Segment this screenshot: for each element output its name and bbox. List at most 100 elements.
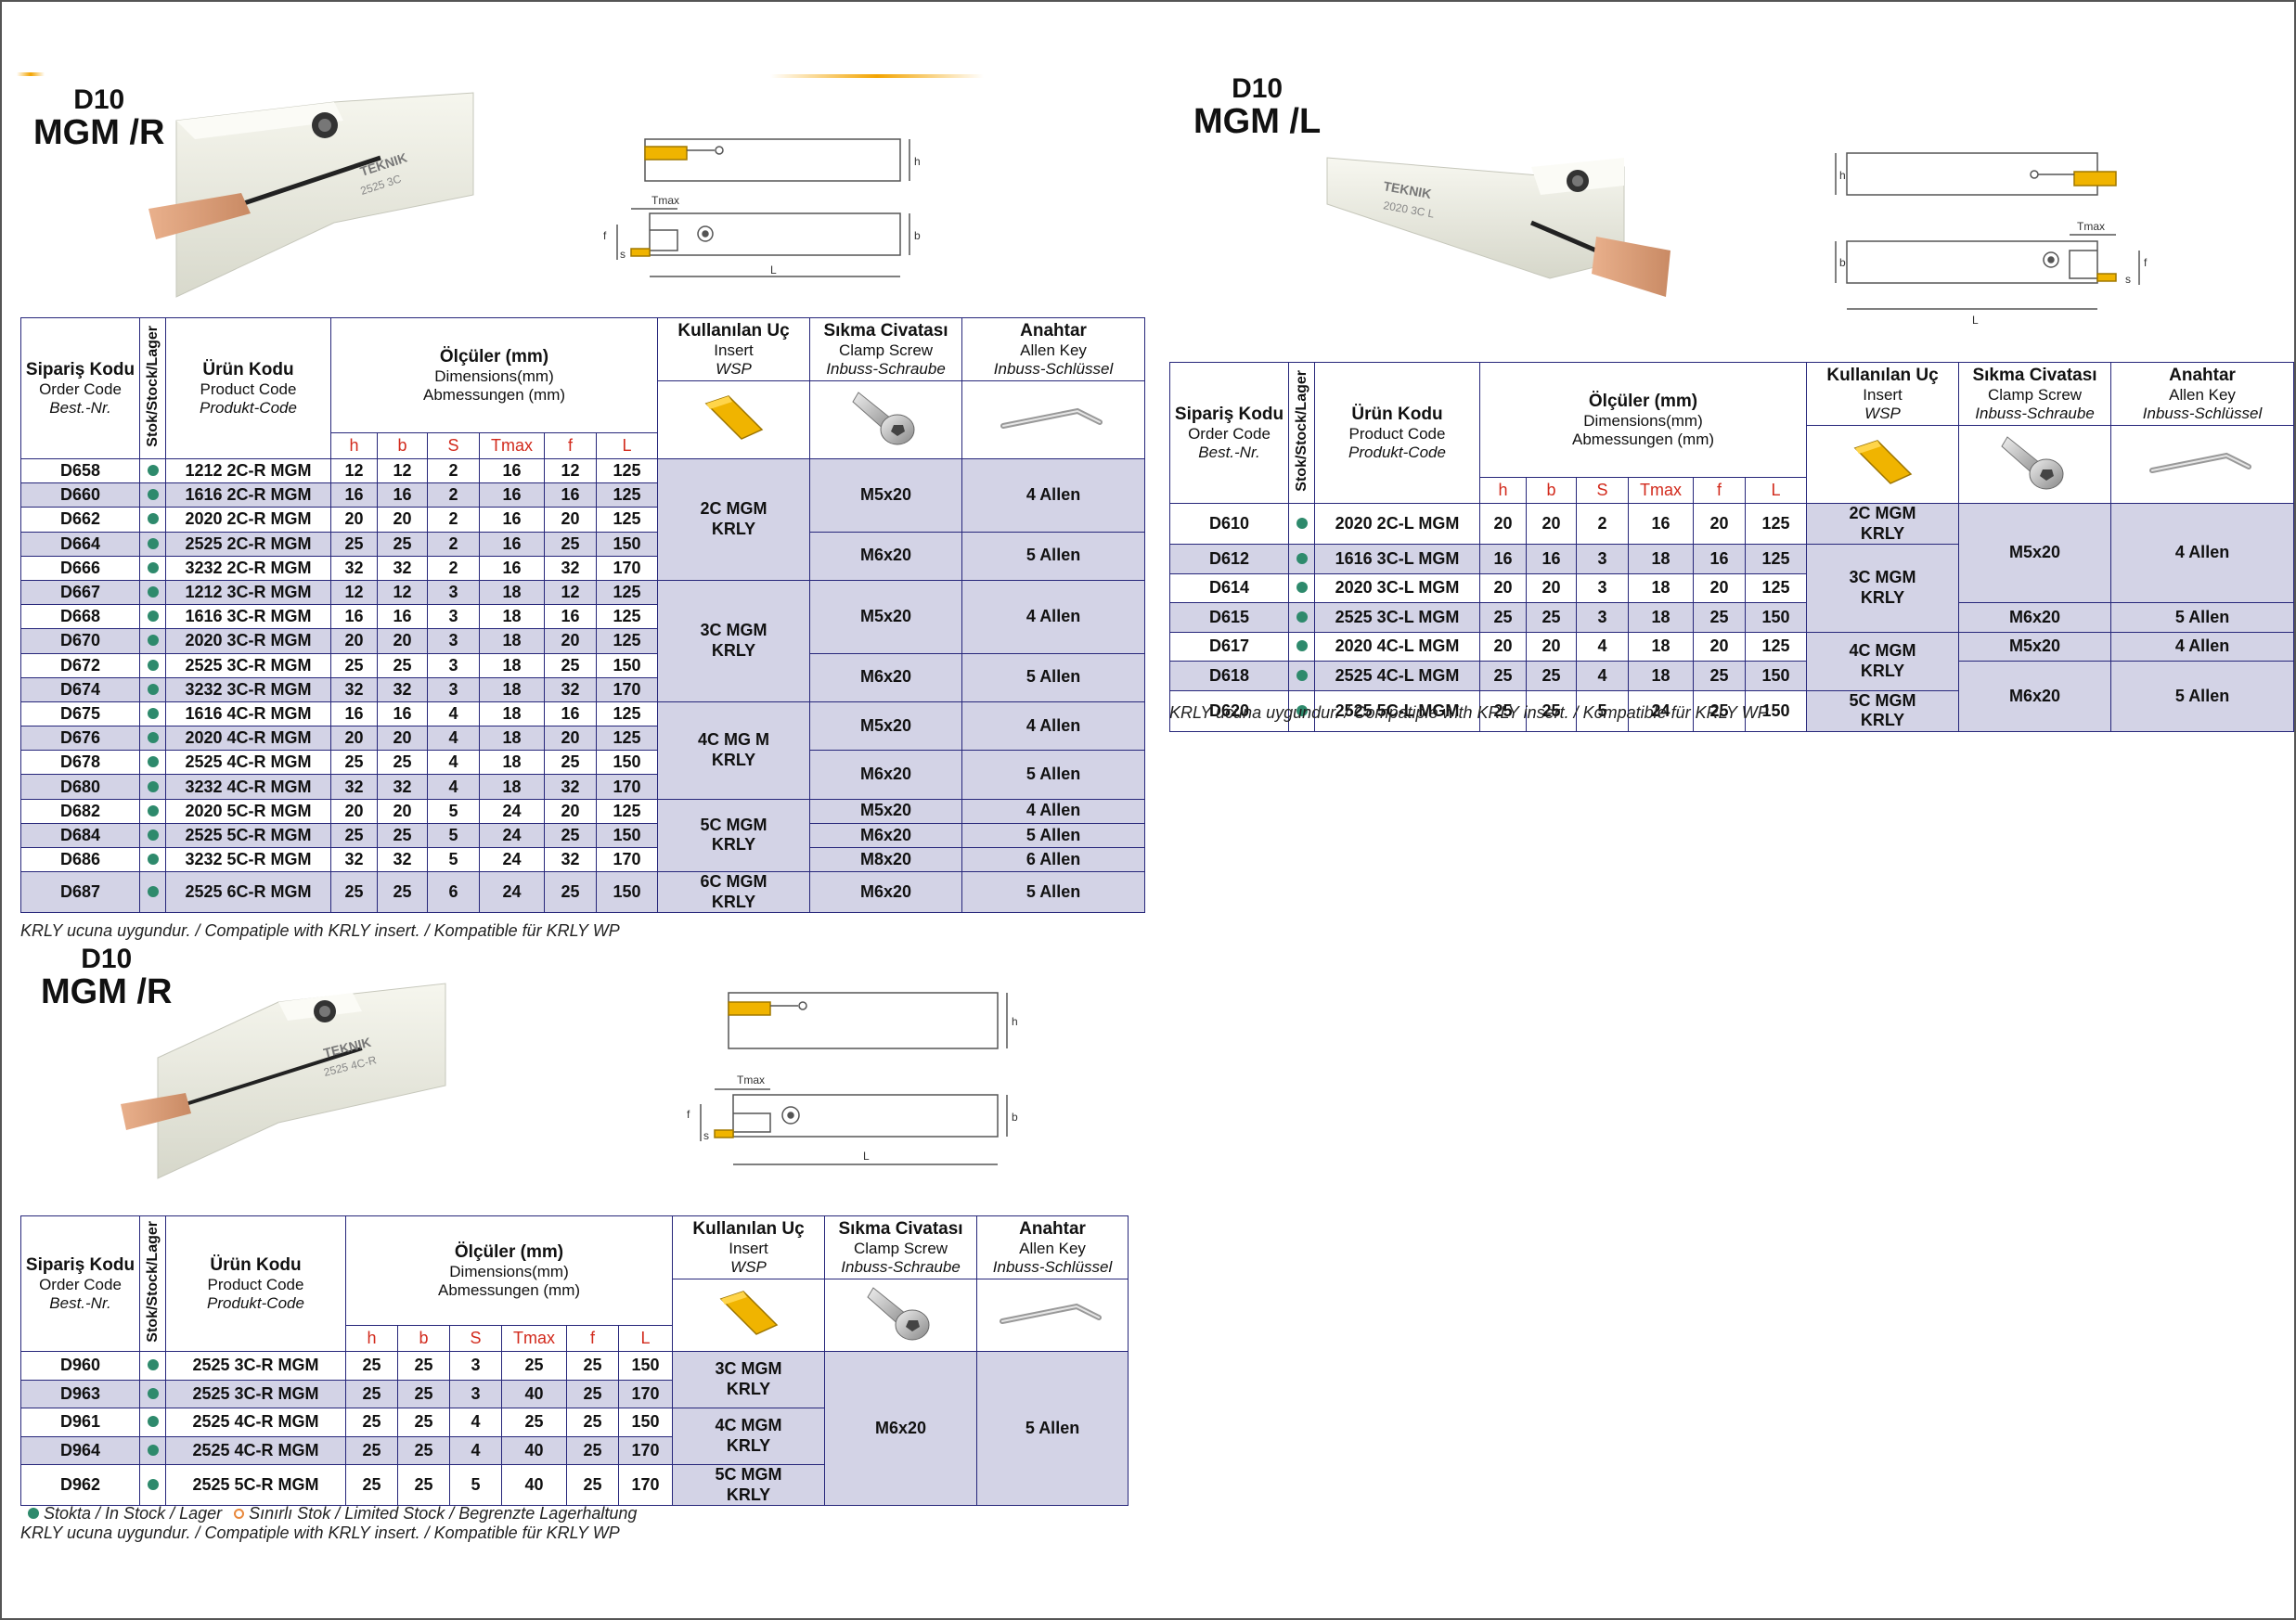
dim-b: 25 (377, 871, 428, 914)
dim-l: 150 (1744, 602, 1808, 633)
dim-f: 25 (566, 1435, 619, 1465)
dim-f: 20 (544, 507, 597, 533)
stock-indicator (139, 604, 166, 630)
dim-tmax: 24 (479, 798, 545, 824)
product-code: 2525 4C-R MGM (165, 1408, 346, 1437)
insert-type: 3C MGM KRLY (657, 579, 811, 702)
dim-s: 4 (427, 726, 480, 752)
dim-h: 25 (345, 1351, 398, 1381)
technical-drawing-2: h b Tmax f s L (1835, 152, 2148, 327)
product-code: 1212 3C-R MGM (165, 579, 331, 606)
header-dim-s: S (449, 1325, 502, 1352)
product-code: 2020 4C-R MGM (165, 726, 331, 752)
dim-l: 125 (595, 701, 659, 727)
technical-drawing-3: h b Tmax f s L (687, 992, 1018, 1165)
dim-s: 4 (1576, 661, 1629, 691)
stock-legend: Stokta / In Stock / Lager Sınırlı Stok /… (28, 1503, 637, 1524)
header-dim-h: h (1479, 477, 1527, 504)
dim-b: 25 (1526, 602, 1577, 633)
in-stock-dot-icon (147, 732, 159, 744)
dim-tmax: 18 (479, 652, 545, 678)
dim-h: 12 (330, 457, 378, 484)
stock-indicator (139, 798, 166, 824)
product-code: 2020 2C-L MGM (1314, 502, 1480, 546)
dim-s: 5 (427, 846, 480, 873)
insert-image (1806, 425, 1960, 504)
stock-indicator (139, 579, 166, 606)
allen-key-size: 5 Allen (961, 652, 1146, 702)
stock-indicator (1288, 661, 1315, 691)
dim-f: 12 (544, 457, 597, 484)
dim-f: 16 (544, 701, 597, 727)
in-stock-dot-icon (147, 756, 159, 768)
clamp-screw-image (824, 1279, 978, 1352)
clamp-screw-size: M5x20 (1958, 631, 2112, 662)
dim-h: 16 (330, 482, 378, 508)
allen-key-size: 5 Allen (2110, 602, 2295, 633)
allen-key-size: 4 Allen (961, 579, 1146, 654)
order-code: D672 (20, 652, 140, 678)
dim-l: 150 (617, 1351, 674, 1381)
header-dim-b: b (397, 1325, 450, 1352)
dim-tmax: 18 (1628, 631, 1694, 662)
stock-indicator (1288, 502, 1315, 546)
dim-h: 16 (330, 701, 378, 727)
dim-f: 25 (1693, 689, 1746, 732)
dim-s: 3 (449, 1351, 502, 1381)
header-dim-b: b (1526, 477, 1577, 504)
in-stock-dot-icon (147, 561, 159, 573)
dim-h: 25 (330, 531, 378, 557)
tool-holder-image-1: TEKNIK 2525 3C (148, 92, 474, 298)
dim-s: 3 (1576, 572, 1629, 604)
dim-s: 3 (427, 628, 480, 654)
dim-b: 20 (1526, 502, 1577, 546)
dim-h: 25 (345, 1435, 398, 1465)
dim-l: 150 (595, 652, 659, 678)
dim-label-l: L (770, 264, 777, 276)
header-stock: Stok/Stock/Lager (139, 317, 166, 459)
dim-tmax: 18 (1628, 661, 1694, 691)
dim-f: 20 (544, 726, 597, 752)
allen-key-image (976, 1279, 1129, 1352)
in-stock-dot-icon (1296, 669, 1308, 681)
header-dim-l: L (617, 1325, 674, 1352)
in-stock-dot-icon (147, 1444, 159, 1456)
allen-key-size: 6 Allen (961, 846, 1146, 873)
dim-h: 25 (345, 1408, 398, 1437)
dim-s: 4 (427, 701, 480, 727)
dim-tmax: 18 (479, 628, 545, 654)
dim-b: 16 (377, 482, 428, 508)
header-stock: Stok/Stock/Lager (139, 1215, 166, 1352)
insert-type: 4C MGM KRLY (672, 1408, 826, 1465)
in-stock-dot-icon (147, 1479, 159, 1491)
in-stock-dot-icon (147, 586, 159, 598)
product-code: 2020 3C-R MGM (165, 628, 331, 654)
dim-f: 12 (544, 579, 597, 606)
dim-l: 125 (1744, 631, 1808, 662)
dim-f: 20 (1693, 502, 1746, 546)
dim-b: 32 (377, 555, 428, 581)
dim-s: 4 (1576, 631, 1629, 662)
dim-b: 25 (397, 1435, 450, 1465)
dim-f: 20 (1693, 631, 1746, 662)
allen-key-size: 4 Allen (2110, 502, 2295, 604)
dim-tmax: 16 (479, 507, 545, 533)
dim-label-s: s (703, 1129, 709, 1142)
dim-h: 20 (330, 726, 378, 752)
dim-label-f: f (2144, 256, 2148, 269)
dim-b: 25 (397, 1379, 450, 1408)
dim-f: 32 (544, 774, 597, 800)
insert-type: 3C MGM KRLY (1806, 544, 1960, 633)
clamp-screw-size: M6x20 (809, 871, 963, 914)
